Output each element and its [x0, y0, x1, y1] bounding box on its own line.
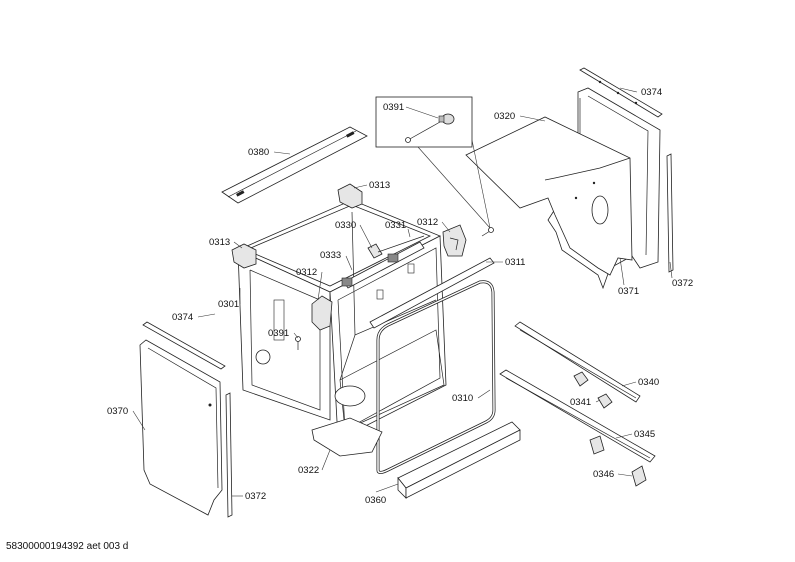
- part-label-0370: 0370: [107, 406, 128, 417]
- part-0374-left-strip: [142, 321, 226, 370]
- part-labels: 0374 0320 0391 0380 0313 0330 0331 0312 0313 0333…: [107, 87, 693, 506]
- part-label-0374: 0374: [641, 87, 662, 98]
- part-label-0371: 0371: [618, 286, 639, 297]
- part-label-0301: 0301: [218, 299, 239, 310]
- part-0331-strip: [377, 235, 425, 253]
- part-0301-tub-body: [237, 199, 447, 441]
- part-0313-bracket-top: [337, 183, 363, 209]
- part-label-0391: 0391: [268, 328, 289, 339]
- part-label-0322: 0322: [298, 465, 319, 476]
- part-0340-rail: [514, 321, 641, 403]
- part-0313-bracket-left: [231, 243, 257, 269]
- part-label-0331: 0331: [385, 220, 406, 231]
- drawing-number: 58300000194392 aet 003 d: [6, 541, 129, 552]
- part-0372-left-strip: [225, 392, 233, 518]
- part-0311-strip: [369, 257, 495, 329]
- part-label-0310: 0310: [452, 393, 473, 404]
- part-label-0333: 0333: [320, 250, 341, 261]
- part-0312-bracket-left: [311, 295, 333, 331]
- part-label-0380: 0380: [248, 147, 269, 158]
- part-0345-rail: [499, 369, 656, 463]
- part-label-0374: 0374: [172, 312, 193, 323]
- part-0322-base-front: [311, 417, 383, 457]
- part-label-0341: 0341: [570, 397, 591, 408]
- part-label-0312: 0312: [417, 217, 438, 228]
- screw-0391: [481, 227, 494, 237]
- part-0360-kick-strip: [397, 421, 521, 499]
- part-label-0346: 0346: [593, 469, 614, 480]
- part-0310-door-seal: [376, 280, 496, 474]
- part-label-0312: 0312: [296, 267, 317, 278]
- part-0333-rail: [341, 241, 425, 289]
- part-0346-clip: [631, 465, 647, 487]
- part-0370-side-panel: [139, 339, 223, 516]
- part-0341-clip: [597, 393, 613, 409]
- part-label-0391: 0391: [383, 102, 404, 113]
- part-0380-top-plate: [221, 126, 368, 204]
- screw-0391-lower: [295, 336, 301, 350]
- part-label-0360: 0360: [365, 495, 386, 506]
- part-0312-bracket-right: [442, 224, 467, 257]
- part-label-0372: 0372: [245, 491, 266, 502]
- part-label-0313: 0313: [369, 180, 390, 191]
- part-label-0330: 0330: [335, 220, 356, 231]
- part-0320-insulation-blanket: [465, 116, 633, 276]
- part-label-0313: 0313: [209, 237, 230, 248]
- part-0372-right-strip: [666, 153, 674, 273]
- part-0374-top-strip: [579, 67, 663, 118]
- callout-0391-detail: [375, 96, 491, 229]
- part-label-0320: 0320: [494, 111, 515, 122]
- part-label-0372: 0372: [672, 278, 693, 289]
- leader-lines: [132, 87, 673, 497]
- part-label-0345: 0345: [634, 429, 655, 440]
- part-label-0311: 0311: [505, 257, 525, 268]
- part-label-0340: 0340: [638, 377, 659, 388]
